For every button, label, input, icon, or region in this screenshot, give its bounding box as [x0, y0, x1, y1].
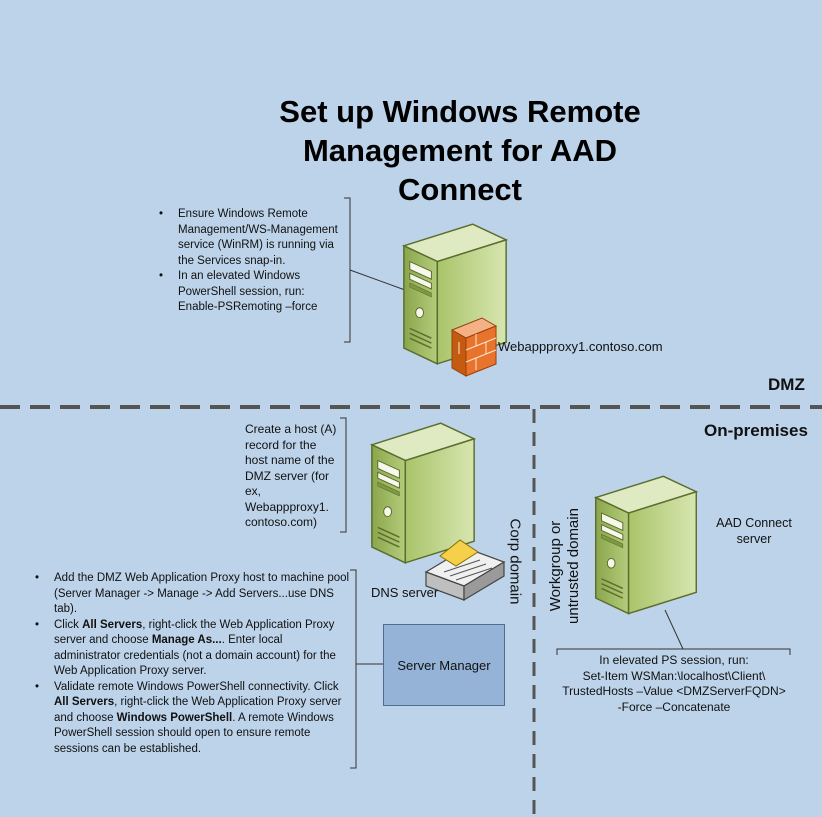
firewall-icon — [450, 317, 498, 377]
step-text: Add the DMZ Web Application Proxy host t… — [54, 572, 350, 615]
server-manager-steps: Add the DMZ Web Application Proxy host t… — [28, 571, 350, 757]
step-text: , right-click the Web Application Proxy … — [54, 618, 335, 647]
dmz-zone-label: DMZ — [768, 375, 805, 394]
step-text: Validate remote Windows PowerShell conne… — [54, 680, 339, 693]
workgroup-label-line1: Workgroup or — [547, 520, 564, 612]
server-manager-step: Validate remote Windows PowerShell conne… — [28, 680, 350, 758]
aad-server-label: AAD Connect server — [716, 516, 792, 546]
webproxy-step: Ensure Windows Remote Management/WS-Mana… — [152, 207, 338, 269]
webproxy-step: In an elevated Windows PowerShell sessio… — [152, 269, 338, 316]
step-text: . Enter local administrator credentials … — [54, 634, 336, 677]
dns-note: Create a host (A) record for the host na… — [245, 422, 337, 529]
server-manager-step: Click All Servers, right-click the Web A… — [28, 618, 350, 680]
step-bold-text: All Servers — [82, 618, 143, 631]
webproxy-server-label: Webappproxy1.contoso.com — [498, 339, 663, 354]
step-text: . A remote Windows PowerShell session sh… — [54, 711, 334, 755]
corp-domain-label: Corp domain — [506, 518, 524, 605]
aad-note-line: TrustedHosts –Value <DMZServerFQDN> — [562, 684, 786, 698]
diagram-title: Set up Windows Remote Management for AAD… — [279, 94, 641, 207]
aad-note: In elevated PS session, run: Set-Item WS… — [556, 653, 792, 715]
dns-server-label: DNS server — [371, 585, 439, 600]
step-bold-text: Manage As... — [151, 634, 222, 646]
step-bold-text: Windows PowerShell — [116, 711, 233, 724]
step-text: Click — [54, 618, 83, 631]
step-text: , right-click the Web Application Proxy … — [54, 696, 342, 724]
network-switch-icon — [424, 539, 506, 602]
aad-connect-server-icon — [595, 475, 697, 615]
aad-note-line: -Force –Concatenate — [617, 699, 731, 714]
server-manager-label: Server Manager — [397, 657, 491, 673]
server-manager-step: Add the DMZ Web Application Proxy host t… — [28, 571, 350, 618]
aad-note-line: In elevated PS session, run: — [599, 653, 749, 667]
workgroup-label-line2: untrusted domain — [565, 508, 582, 624]
workgroup-label: Workgroup or untrusted domain — [547, 501, 583, 631]
server-manager-box: Server Manager — [383, 624, 505, 706]
webproxy-steps: Ensure Windows Remote Management/WS-Mana… — [152, 207, 338, 316]
onprem-zone-label: On-premises — [704, 421, 808, 440]
step-bold-text: All Servers — [54, 696, 115, 708]
aad-note-line: Set-Item WSMan:\localhost\Client\ — [582, 668, 766, 683]
